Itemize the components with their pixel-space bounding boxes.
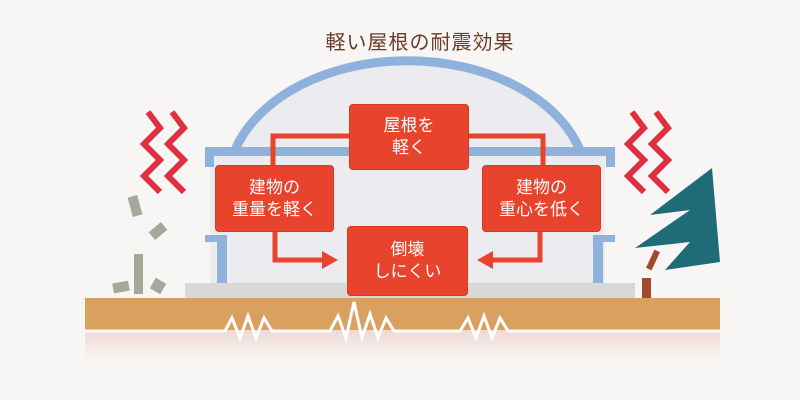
box-lower-center: 建物の 重心を低く — [483, 166, 600, 231]
shake-icon — [139, 110, 673, 195]
tree-icon — [635, 168, 720, 298]
box-lighter-roof: 屋根を 軽く — [350, 105, 468, 169]
box-line: 軽く — [392, 138, 426, 158]
box-line: 屋根を — [383, 116, 435, 136]
box-lighter-building: 建物の 重量を軽く — [216, 166, 333, 231]
box-line: 建物の — [516, 177, 567, 198]
arrow-right-icon — [322, 251, 338, 269]
box-line: 重量を軽く — [232, 199, 317, 220]
crack-line — [85, 301, 720, 344]
box-line: 建物の — [249, 177, 300, 198]
arrow-left-icon — [477, 251, 493, 269]
box-line: しにくい — [373, 262, 442, 282]
debris-icon — [112, 195, 168, 295]
box-line: 倒壊 — [390, 240, 425, 260]
box-collapse-resistant: 倒壊 しにくい — [348, 227, 467, 295]
page-title: 軽い屋根の耐震効果 — [325, 30, 515, 54]
flow-arrows — [270, 133, 546, 263]
ground — [85, 298, 720, 330]
box-line: 重心を低く — [499, 199, 584, 220]
